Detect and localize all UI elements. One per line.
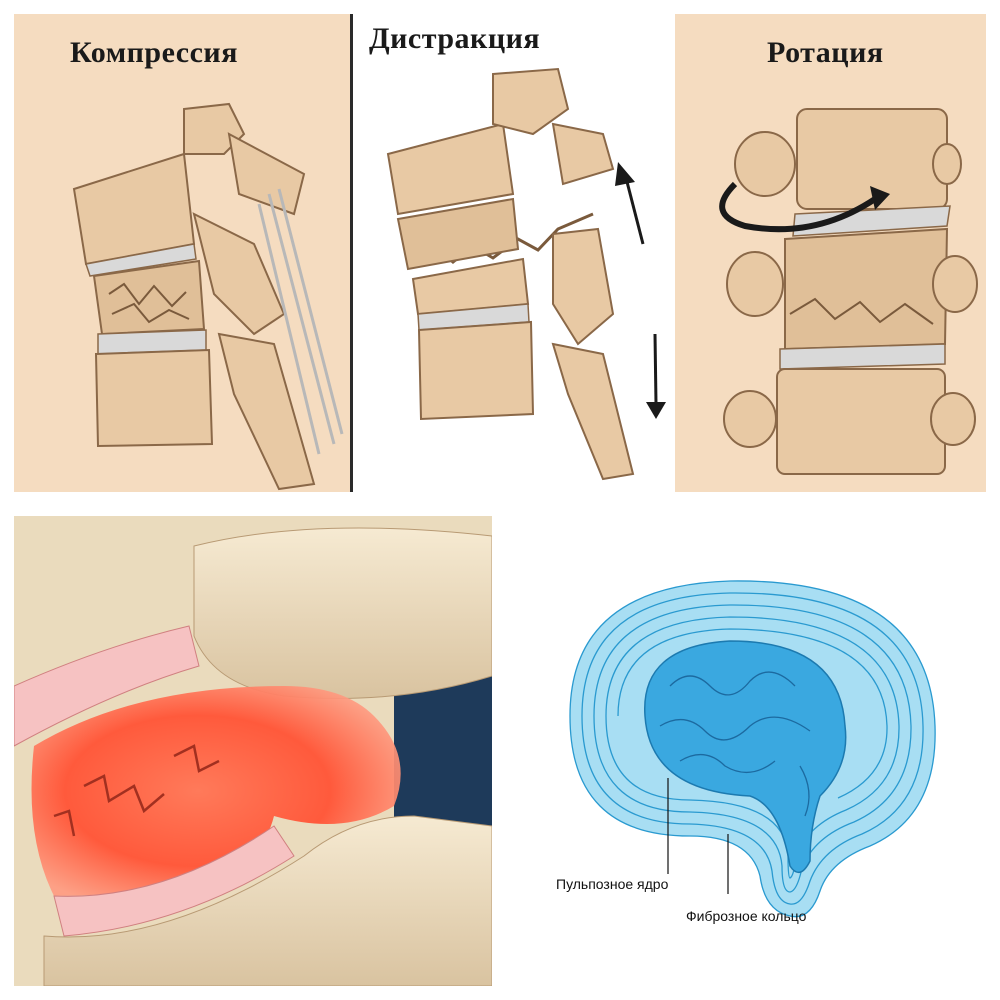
distraction-illustration [386, 67, 666, 481]
compression-illustration [72, 102, 344, 491]
fracture-render-panel [14, 516, 492, 986]
distraction-title: Дистракция [369, 22, 541, 55]
disc-panel: Пульпозное ядро Фиброзное кольцо [510, 516, 986, 986]
fracture-render-illustration [14, 516, 492, 986]
nucleus-pulposus [644, 640, 847, 874]
distraction-panel: Дистракция [353, 14, 671, 492]
compression-title: Компрессия [70, 36, 238, 69]
compression-panel: Компрессия [14, 14, 350, 492]
rotation-illustration [719, 108, 978, 475]
nucleus-pulposus-label: Пульпозное ядро [556, 876, 669, 892]
annulus-fibrosus-label: Фиброзное кольцо [686, 908, 807, 924]
rotation-panel: Ротация [675, 14, 986, 492]
panel-divider [350, 14, 353, 492]
disc-illustration [569, 580, 936, 918]
rotation-title: Ротация [767, 36, 884, 69]
